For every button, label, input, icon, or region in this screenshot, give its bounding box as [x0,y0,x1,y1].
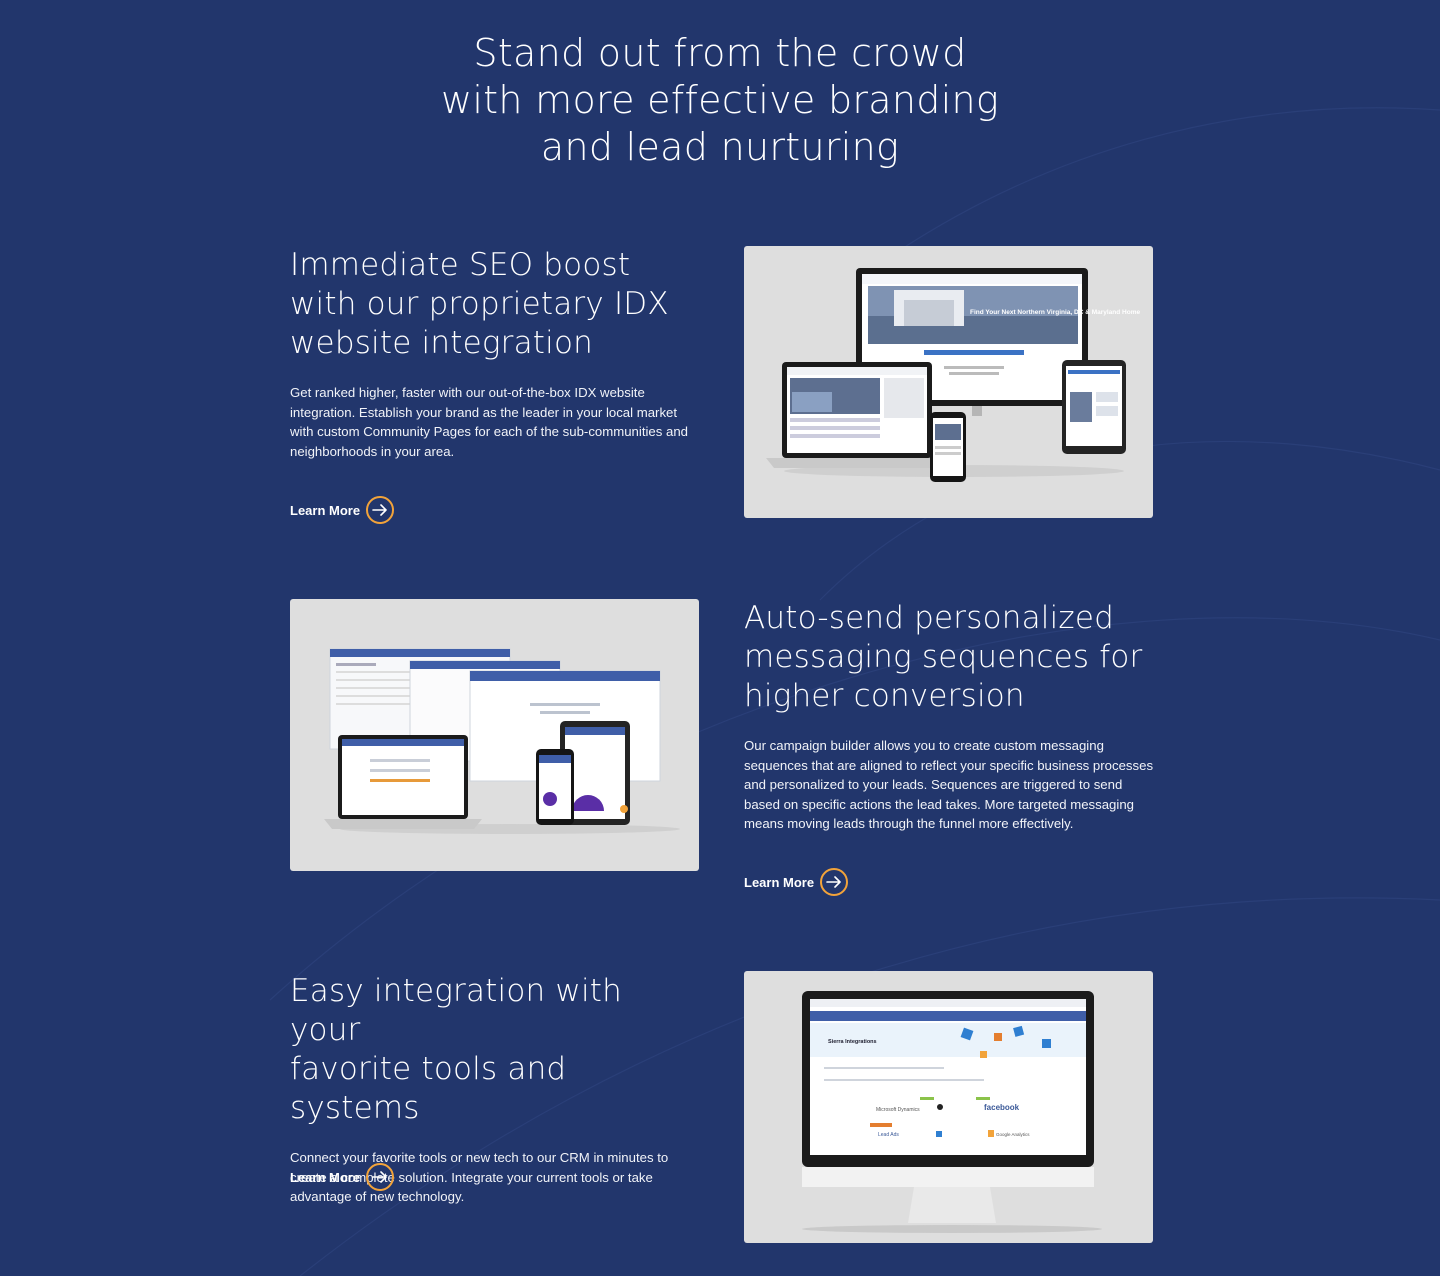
feature-seo: Immediate SEO boost with our proprietary… [290,246,700,461]
logo-microsoft: Microsoft Dynamics [876,1107,920,1113]
feature-title-line: Immediate SEO boost [290,247,631,283]
hero-line-1: Stand out from the crowd [473,31,967,75]
image-heading: Sierra Integrations [828,1039,877,1045]
campaign-builder-image [290,599,699,871]
learn-more-label: Learn More [290,1169,361,1185]
feature-title-line: website integration [290,325,593,361]
feature-title-line: higher conversion [744,678,1025,714]
feature-title-line: Easy integration with your [290,973,622,1048]
learn-more-link[interactable]: Learn More [290,496,395,524]
logo-facebook: facebook [984,1103,1020,1112]
feature-integrations: Easy integration with your favorite tool… [290,972,700,1207]
arrow-right-circle-icon [820,868,849,896]
feature-title-line: favorite tools and systems [290,1051,567,1126]
feature-title-line: Auto-send personalized [744,600,1115,636]
feature-description: Our campaign builder allows you to creat… [744,738,1154,831]
hero-heading: Stand out from the crowd with more effec… [0,30,1440,171]
learn-more-label: Learn More [290,502,361,518]
hero-line-2: with more effective branding [440,78,1000,122]
logo-google-analytics: Google Analytics [996,1132,1030,1137]
feature-description: Get ranked higher, faster with our out-o… [290,385,689,459]
learn-more-label: Learn More [744,874,815,890]
learn-more-link[interactable]: Learn More [290,1163,395,1191]
image-caption: Find Your Next Northern Virginia, DC & M… [970,309,1140,316]
logo-lead-ads: Lead Ads [878,1132,899,1138]
feature-title: Immediate SEO boost with our proprietary… [290,246,700,363]
feature-title: Auto-send personalized messaging sequenc… [744,599,1154,716]
feature-messaging: Auto-send personalized messaging sequenc… [744,599,1154,834]
devices-website-image: Find Your Next Northern Virginia, DC & M… [744,246,1153,518]
arrow-right-circle-icon [366,496,395,524]
feature-title-line: with our proprietary IDX [290,286,669,322]
learn-more-link[interactable]: Learn More [744,868,849,896]
arrow-right-circle-icon [366,1163,395,1191]
hero-line-3: and lead nurturing [540,125,900,169]
feature-title-line: messaging sequences for [744,639,1143,675]
feature-title: Easy integration with your favorite tool… [290,972,700,1128]
integrations-monitor-image: Sierra Integrations Microsoft Dynamics f… [744,971,1153,1243]
